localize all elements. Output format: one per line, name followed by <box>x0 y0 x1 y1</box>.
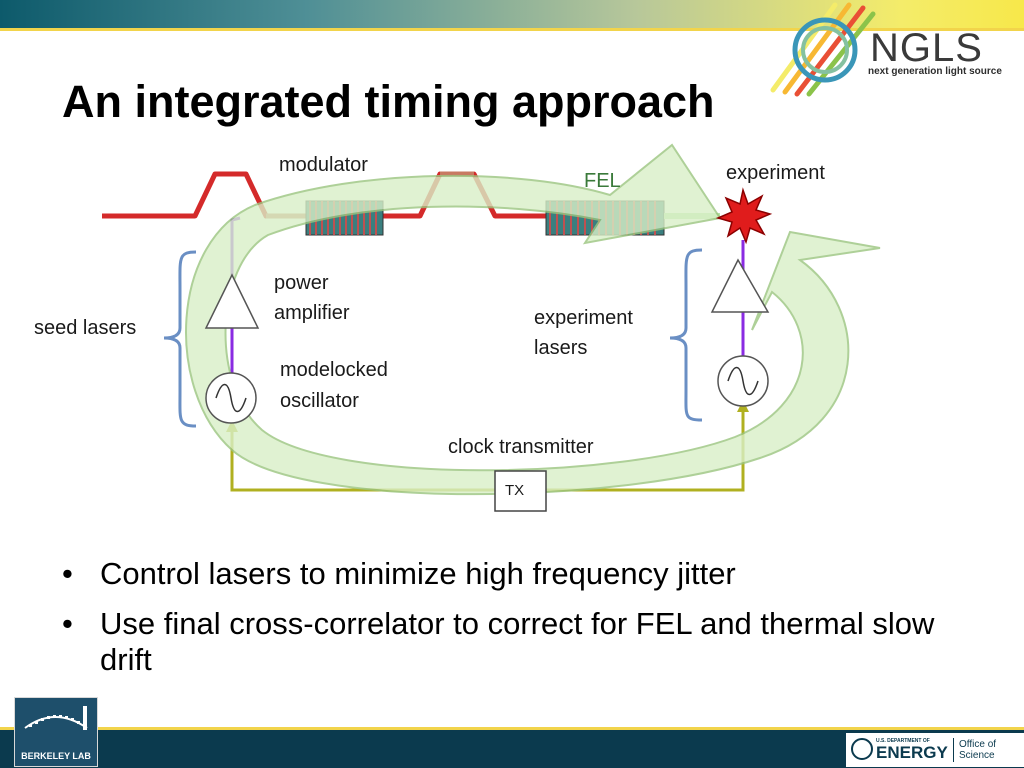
experiment-amplifier-icon <box>710 258 770 313</box>
ngls-logo-text: NGLS <box>870 26 983 70</box>
berkeley-lab-text: BERKELEY LAB <box>21 751 91 761</box>
seed-oscillator-icon <box>205 372 257 424</box>
bullet-item: • Use final cross-correlator to correct f… <box>62 606 962 678</box>
timing-loop-arrow <box>185 143 881 496</box>
timing-diagram: modulator FEL experiment power amplifier… <box>0 140 1024 540</box>
clock-transmitter-label: clock transmitter <box>448 436 594 458</box>
berkeley-lab-building-icon <box>24 706 88 730</box>
bullet-text: Control lasers to minimize high frequenc… <box>100 556 736 591</box>
experiment-lasers-bracket <box>669 248 703 422</box>
experiment-lasers-label-line1: experiment <box>534 307 633 329</box>
modelocked-oscillator-label-line2: oscillator <box>280 390 359 412</box>
power-amplifier-label-line2: amplifier <box>274 302 350 324</box>
bullet-dot-icon: • <box>62 556 73 591</box>
experiment-lasers-label-line2: lasers <box>534 337 588 359</box>
bullet-item: • Control lasers to minimize high frequen… <box>62 556 962 592</box>
bullet-dot-icon: • <box>62 606 73 641</box>
doe-energy-text: ENERGY <box>876 743 948 762</box>
doe-separator <box>953 738 954 762</box>
berkeley-lab-logo: BERKELEY LAB <box>14 697 98 767</box>
ngls-logo-tagline: next generation light source <box>868 66 1002 77</box>
modulator-label: modulator <box>279 154 368 176</box>
doe-logo: U.S. DEPARTMENT OF ENERGY Office of Scie… <box>846 733 1024 767</box>
slide-title: An integrated timing approach <box>62 76 715 127</box>
seed-lasers-bracket <box>163 250 197 428</box>
fel-label: FEL <box>584 170 621 192</box>
experiment-label: experiment <box>726 162 825 184</box>
diagram-graphics <box>102 143 881 512</box>
modelocked-oscillator-label-line1: modelocked <box>280 359 388 381</box>
experiment-oscillator-icon <box>717 355 769 407</box>
doe-office-text: Office of Science <box>959 739 997 761</box>
doe-dept-text: U.S. DEPARTMENT OF <box>876 738 930 744</box>
ngls-logo-icon <box>770 2 876 97</box>
top-accent-line <box>0 28 1024 31</box>
seed-amplifier-icon <box>204 273 260 329</box>
seed-lasers-label: seed lasers <box>34 317 137 339</box>
footer-accent-line <box>0 727 1024 730</box>
power-amplifier-label-line1: power <box>274 272 329 294</box>
experiment-explosion-icon <box>715 187 773 245</box>
bullet-text: Use final cross-correlator to correct fo… <box>100 606 935 677</box>
tx-label: TX <box>505 482 525 499</box>
clock-transmitter-box <box>494 470 547 512</box>
bullet-list: • Control lasers to minimize high frequen… <box>62 556 962 692</box>
doe-seal-icon <box>851 738 873 760</box>
